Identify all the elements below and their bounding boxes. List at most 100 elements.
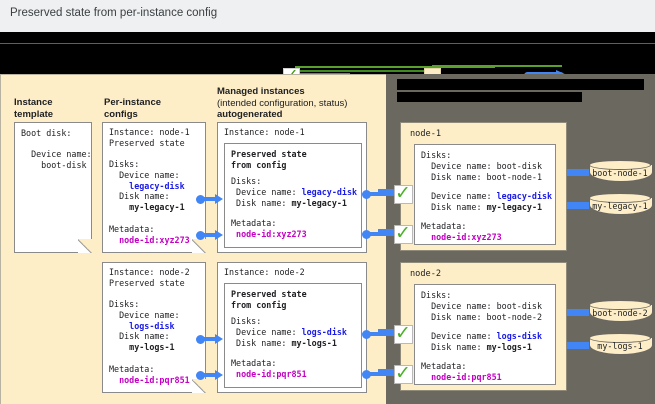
connector-arrow-config1-disk xyxy=(215,194,223,204)
node-1-boot-disk-line: Disk name: boot-node-1 xyxy=(421,172,543,182)
config-2-disk-name-label: Disk name: xyxy=(109,331,170,341)
managed-1-metadata-value: node-id:xyz273 xyxy=(231,229,307,239)
connector-node-1-extra-disk xyxy=(567,202,589,209)
legend-blue-arrow-swatch xyxy=(524,72,564,74)
managed-2-disk-row: Disk name: my-logs-1 xyxy=(231,338,337,348)
config-2-disk-name-value: my-logs-1 xyxy=(109,342,175,352)
node-2-boot-disk-line: Disk name: boot-node-2 xyxy=(421,312,543,322)
node-1-extra-disk-row: Disk name: my-legacy-1 xyxy=(421,202,543,212)
config-1-metadata-value: node-id:xyz273 xyxy=(109,235,190,245)
instance-template-text: Boot disk: Device name: boot-disk xyxy=(21,128,92,170)
connector-bar-managed2-disk xyxy=(378,329,394,336)
managed-1-preserved-title: Preserved state from config xyxy=(231,149,307,170)
managed-2-metadata-label: Metadata: xyxy=(231,358,277,368)
managed-2-preserved-state-inner: Preserved state from config Disks: Devic… xyxy=(224,283,362,388)
page-fold-corner-icon xyxy=(78,239,92,253)
connector-dot-managed2-metadata xyxy=(362,370,371,379)
node-1-disks-label: Disks: xyxy=(421,150,452,160)
node-2-metadata-value: node-id:pqr851 xyxy=(421,372,502,382)
status-check-node-1-disk: ✓ xyxy=(394,182,413,204)
config-2-header: Instance: node-2 Preserved state xyxy=(109,267,190,288)
disk-cylinder-my-legacy-1: my-legacy-1 xyxy=(589,193,653,216)
green-check-icon: ✓ xyxy=(395,322,411,344)
managed-1-device-row: Device name: legacy-disk xyxy=(231,187,358,197)
legend-cream-swatch xyxy=(424,68,441,74)
page-title: Preserved state from per-instance config xyxy=(10,7,218,19)
disk-cylinder-my-logs-1: my-logs-1 xyxy=(589,333,653,356)
config-1-metadata-label: Metadata: xyxy=(109,224,155,234)
column-heading-managed-instances: Managed instances (intended configuratio… xyxy=(217,86,348,120)
config-1-disks-label: Disks: xyxy=(109,159,140,169)
legend-banner: ✓ xyxy=(0,32,655,74)
config-1-disk-name-value: my-legacy-1 xyxy=(109,202,185,212)
config-1-device-name-label: Device name: xyxy=(109,170,180,180)
column-heading-instance-template: Instance template xyxy=(14,97,54,120)
managed-instance-box-node-2: Instance: node-2 Preserved state from co… xyxy=(217,262,367,393)
disk-cylinder-boot-node-2: boot-node-2 xyxy=(589,300,653,323)
right-panel-heading-redacted-1 xyxy=(397,79,644,90)
green-check-icon: ✓ xyxy=(395,222,411,244)
page-fold-corner-icon xyxy=(192,379,206,393)
instance-template-box: Boot disk: Device name: boot-disk xyxy=(14,122,92,253)
node-1-metadata-value: node-id:xyz273 xyxy=(421,232,502,242)
connector-dot-managed2-disk xyxy=(362,330,371,339)
managed-instance-box-node-1: Instance: node-1 Preserved state from co… xyxy=(217,122,367,253)
managed-1-title: Instance: node-1 xyxy=(224,127,305,137)
per-instance-config-box-node-2: Instance: node-2 Preserved state Disks: … xyxy=(102,262,206,393)
connector-line-config1-disk xyxy=(203,197,217,201)
connector-arrow-config2-disk xyxy=(215,334,223,344)
legend-green-line-1 xyxy=(295,66,495,68)
managed-1-metadata-label: Metadata: xyxy=(231,218,277,228)
titlebar: Preserved state from per-instance config xyxy=(0,0,655,32)
managed-1-disk-row: Disk name: my-legacy-1 xyxy=(231,198,347,208)
green-check-icon: ✓ xyxy=(395,182,411,204)
node-1-extra-device-row: Device name: legacy-disk xyxy=(421,191,553,201)
managed-1-preserved-state-inner: Preserved state from config Disks: Devic… xyxy=(224,143,362,248)
managed-2-metadata-value: node-id:pqr851 xyxy=(231,369,307,379)
config-2-disks-label: Disks: xyxy=(109,299,140,309)
connector-arrow-config2-metadata xyxy=(215,370,223,380)
connector-bar-managed1-disk xyxy=(378,189,394,196)
per-instance-config-box-node-1: Instance: node-1 Preserved state Disks: … xyxy=(102,122,206,253)
node-2-metadata-label: Metadata: xyxy=(421,361,467,371)
legend-blue-arrowhead-icon xyxy=(556,70,567,74)
connector-dot-config2-metadata xyxy=(196,371,205,380)
connector-line-config2-metadata xyxy=(203,373,217,377)
green-check-icon: ✓ xyxy=(285,67,298,75)
connector-node-1-boot-disk xyxy=(567,169,589,176)
right-panel-heading-redacted-2 xyxy=(397,92,582,102)
legend-green-line-2 xyxy=(300,70,430,72)
status-check-node-2-metadata: ✓ xyxy=(394,362,413,384)
managed-2-preserved-title: Preserved state from config xyxy=(231,289,307,310)
node-2-detail-box: Disks: Device name: boot-disk Disk name:… xyxy=(414,284,556,385)
config-1-disk-name-label: Disk name: xyxy=(109,191,170,201)
node-2-extra-disk-row: Disk name: my-logs-1 xyxy=(421,342,532,352)
node-2-name: node-2 xyxy=(410,269,442,279)
connector-dot-managed1-metadata xyxy=(362,230,371,239)
node-1-detail-box: Disks: Device name: boot-disk Disk name:… xyxy=(414,144,556,245)
page-fold-corner-icon xyxy=(192,239,206,253)
connector-line-config2-disk xyxy=(203,337,217,341)
connector-bar-managed2-metadata xyxy=(378,369,394,376)
node-card-node-1: node-1 Disks: Device name: boot-disk Dis… xyxy=(400,122,567,251)
green-check-icon: ✓ xyxy=(395,362,411,384)
connector-dot-managed1-disk xyxy=(362,190,371,199)
right-dark-panel: node-1 Disks: Device name: boot-disk Dis… xyxy=(386,74,655,404)
connector-dot-config1-disk xyxy=(196,195,205,204)
node-1-boot-device-line: Device name: boot-disk xyxy=(421,161,543,171)
node-2-boot-device-line: Device name: boot-disk xyxy=(421,301,543,311)
connector-dot-config2-disk xyxy=(196,335,205,344)
managed-2-disks-label: Disks: xyxy=(231,316,262,326)
managed-2-device-row: Device name: logs-disk xyxy=(231,327,347,337)
config-2-device-name-value: logs-disk xyxy=(109,321,175,331)
managed-2-title: Instance: node-2 xyxy=(224,267,305,277)
config-1-header: Instance: node-1 Preserved state xyxy=(109,127,190,148)
disk-cylinder-boot-node-1: boot-node-1 xyxy=(589,160,653,183)
legend-green-line-3 xyxy=(300,73,350,74)
config-2-device-name-label: Device name: xyxy=(109,310,180,320)
config-1-device-name-value: legacy-disk xyxy=(109,181,185,191)
node-2-disks-label: Disks: xyxy=(421,290,452,300)
connector-dot-config1-metadata xyxy=(196,231,205,240)
status-check-node-2-disk: ✓ xyxy=(394,322,413,344)
